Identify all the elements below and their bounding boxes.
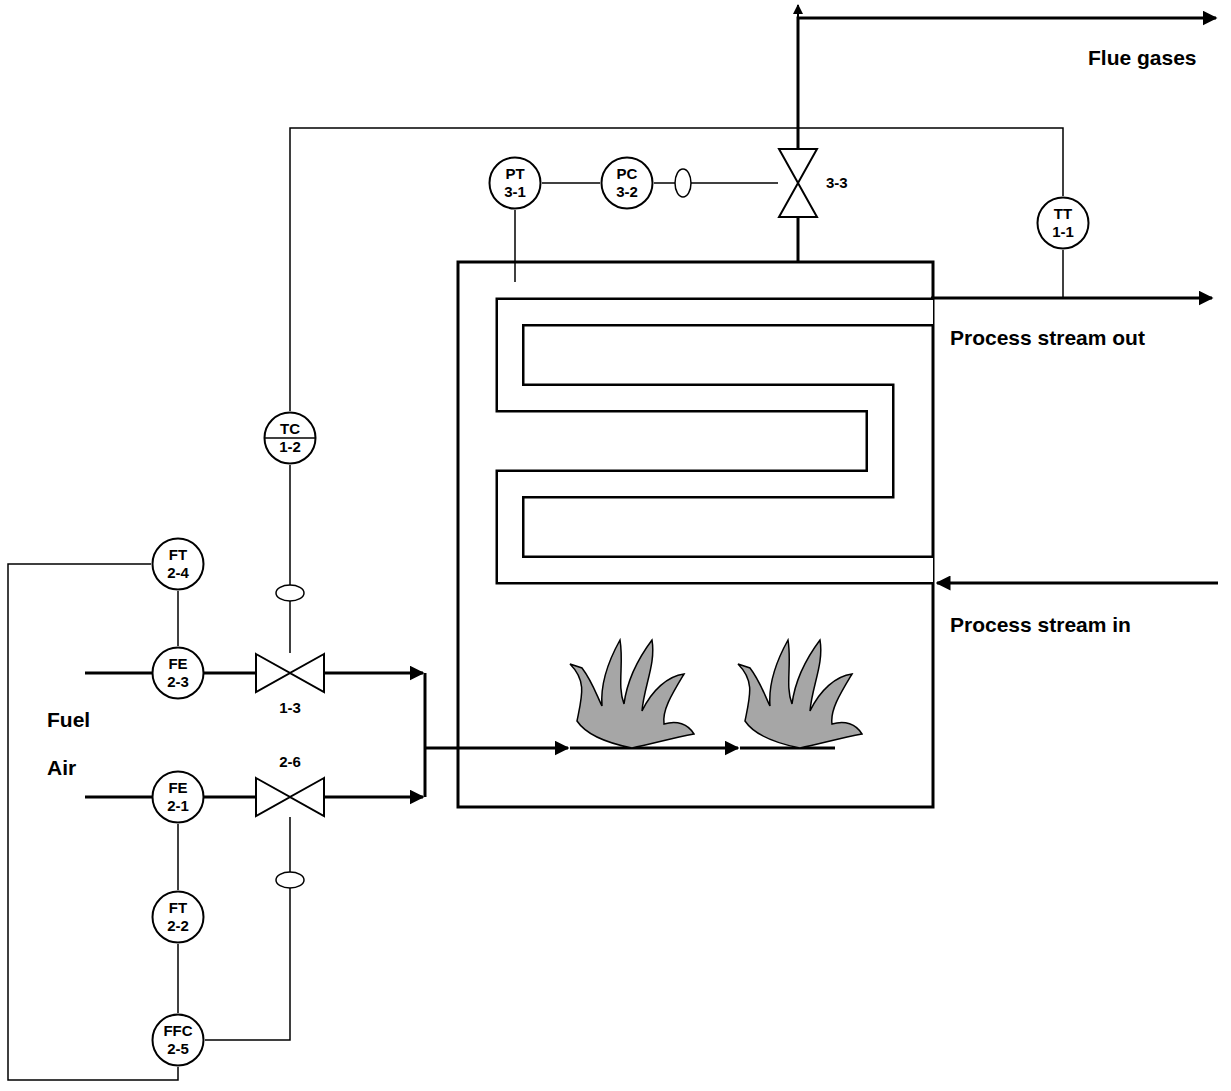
process-out-line [931, 297, 1212, 300]
sensing-line [1062, 250, 1064, 297]
valve-body [779, 183, 817, 217]
control-valve: 2-6 [250, 753, 330, 817]
valve-actuator [276, 872, 304, 888]
valve-actuator [276, 585, 304, 601]
instrument-bubble: PT 3-1 [488, 156, 542, 210]
process-in-line [937, 582, 1218, 585]
valve-symbol [255, 777, 325, 817]
instrument-bubble: TC 1-2 [263, 411, 317, 465]
flue-line [797, 5, 799, 20]
instrument-bubble: FT 2-2 [151, 890, 205, 944]
signal-line [289, 465, 291, 653]
valve-symbol [255, 653, 325, 693]
stream-label: Flue gases [1088, 45, 1197, 71]
signal-line [177, 824, 179, 890]
instrument-tag: PT 3-1 [498, 165, 532, 201]
instrument-bubble: FT 2-4 [151, 537, 205, 591]
bubble-circle [153, 648, 204, 699]
signal-line [542, 182, 600, 184]
instrument-tag: FT 2-2 [161, 899, 195, 935]
burner-line [570, 747, 738, 750]
signal-line [177, 591, 179, 646]
instrument-tag: TC 1-2 [273, 420, 307, 456]
bubble-circle [153, 539, 204, 590]
signal-line [177, 944, 179, 1013]
valve-actuator [675, 169, 691, 197]
bubble-circle [153, 772, 204, 823]
burner-line [425, 747, 568, 750]
fuel-line [325, 672, 423, 675]
bubble-circle [265, 413, 316, 464]
instrument-bubble: FE 2-3 [151, 646, 205, 700]
valve-body [779, 149, 817, 183]
mix-line [424, 673, 427, 797]
control-valve: 3-3 [778, 148, 848, 218]
burner-line [740, 747, 835, 750]
valve-body [290, 654, 324, 692]
instrument-tag: PC 3-2 [610, 165, 644, 201]
valve-tag: 3-3 [826, 174, 848, 192]
air-line [325, 796, 423, 799]
furnace-box [458, 262, 933, 807]
valve-tag: 2-6 [279, 753, 301, 771]
instrument-tag: FE 2-1 [161, 779, 195, 815]
bubble-circle [602, 158, 653, 209]
instrument-tag: FT 2-4 [161, 546, 195, 582]
signal-line [205, 817, 290, 1040]
signal-line [8, 564, 178, 1080]
signal-line [290, 128, 1063, 411]
valve-symbol [778, 148, 818, 218]
valve-body [256, 778, 290, 816]
stream-label: Air [47, 755, 76, 781]
instrument-bubble: FFC 2-5 [151, 1013, 205, 1067]
bubble-circle [1038, 198, 1089, 249]
bubble-circle [153, 892, 204, 943]
flame [570, 640, 694, 748]
flue-line [797, 218, 800, 262]
instrument-bubble: TT 1-1 [1036, 196, 1090, 250]
instrument-bubble: PC 3-2 [600, 156, 654, 210]
valve-body [256, 654, 290, 692]
bubble-circle [490, 158, 541, 209]
valve-body [290, 778, 324, 816]
instrument-tag: TT 1-1 [1046, 205, 1080, 241]
stream-label: Process stream out [950, 325, 1145, 351]
process-coil-inner [510, 312, 933, 570]
process-coil [510, 312, 933, 570]
flame [738, 640, 862, 748]
instrument-tag: FE 2-3 [161, 655, 195, 691]
stream-label: Fuel [47, 707, 90, 733]
bubble-circle [153, 1015, 204, 1066]
control-valve: 1-3 [250, 653, 330, 717]
sensing-line [514, 210, 516, 282]
instrument-bubble: FE 2-1 [151, 770, 205, 824]
valve-tag: 1-3 [279, 699, 301, 717]
instrument-tag: FFC 2-5 [161, 1022, 195, 1058]
signal-line [654, 182, 778, 184]
stream-label: Process stream in [950, 612, 1131, 638]
